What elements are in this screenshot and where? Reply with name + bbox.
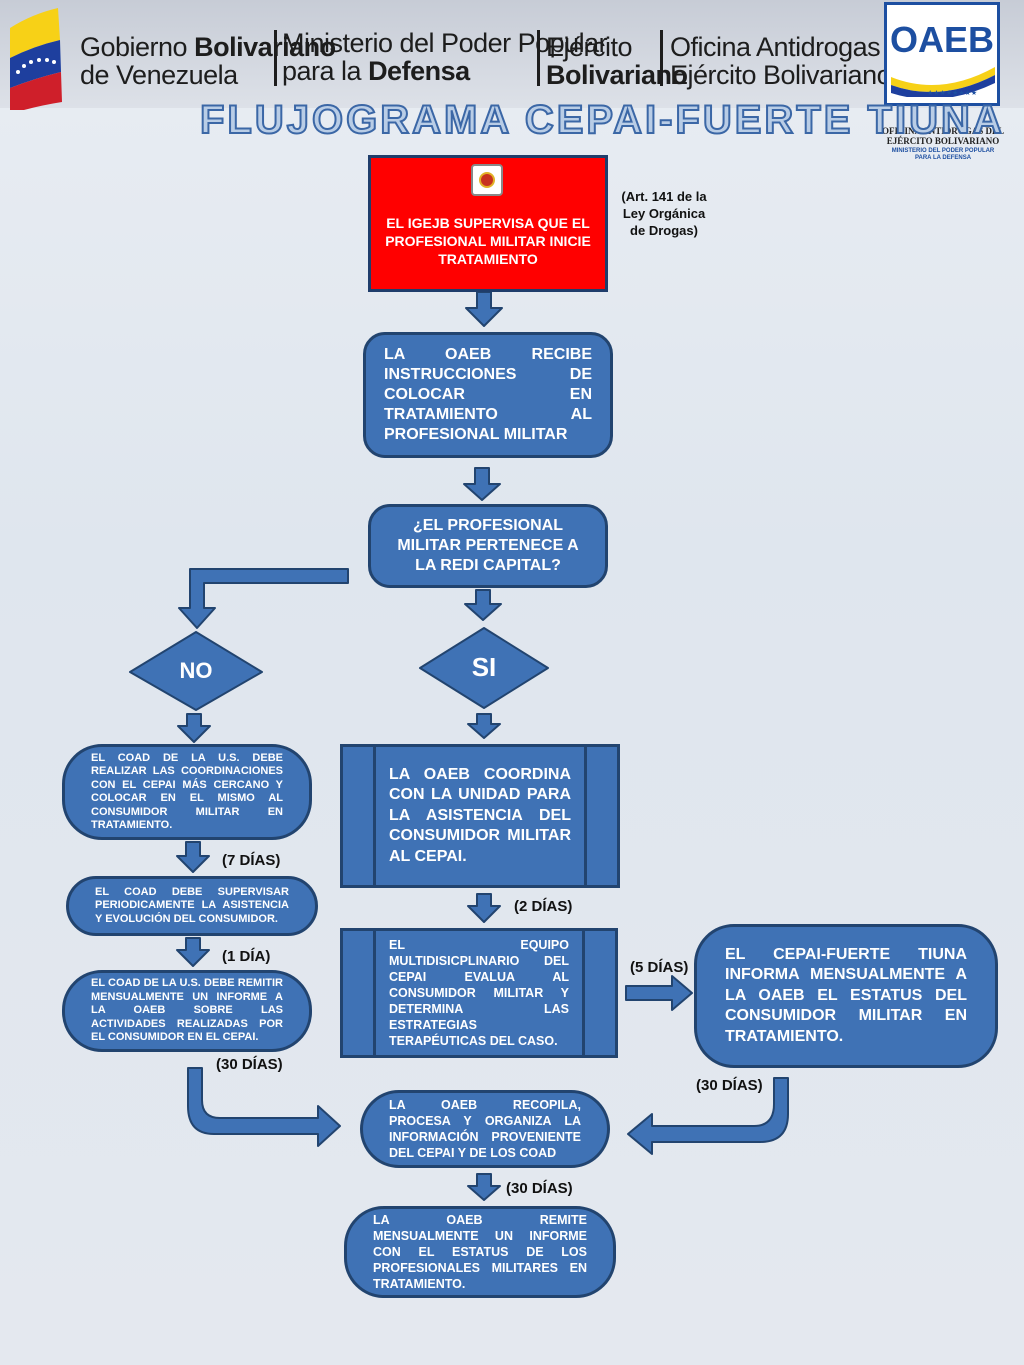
si-decision-diamond (419, 627, 549, 709)
ministry-name-line1: Ministerio del Poder Popular (282, 28, 608, 58)
venezuela-flag-icon (10, 8, 62, 110)
arrow-down (176, 937, 210, 967)
oaeb-logo: OAEB ★★★★★★★★ (884, 2, 1000, 106)
logo-stars: ★★★★★★★★ (927, 90, 978, 97)
si-label: SI (471, 652, 497, 682)
logo-flag-swoosh-icon (891, 67, 995, 97)
oaeb-receives-box: LA OAEB RECIBE INSTRUCCIONES DE COLOCAR … (363, 332, 613, 458)
no-label: NO (179, 658, 213, 683)
coat-of-arms-icon (471, 164, 503, 196)
government-name-line2: de Venezuela (80, 60, 238, 90)
duration-label: (30 DÍAS) (216, 1056, 283, 1073)
office-name-line2: Ejército Bolivariano (670, 60, 892, 90)
oaeb-compiles-box: LA OAEB RECOPILA, PROCESA Y ORGANIZA LA … (360, 1090, 610, 1168)
ministry-name-line2: para la Defensa (282, 56, 470, 86)
duration-label: (5 DÍAS) (630, 959, 689, 976)
arrow-down (463, 467, 501, 501)
arrow-curved-left (627, 1077, 789, 1155)
arrow-down (177, 713, 211, 743)
arrow-down (467, 713, 501, 739)
cepai-reports-box: EL CEPAI-FUERTE TIUNA INFORMA MENSUALMEN… (694, 924, 998, 1068)
arrow-down (176, 841, 210, 873)
redi-capital-question-box: ¿EL PROFESIONAL MILITAR PERTENECE A LA R… (368, 504, 608, 588)
duration-label: (1 DÍA) (222, 948, 271, 965)
igejb-text: EL IGEJB SUPERVISA QUE EL PROFESIONAL MI… (385, 215, 591, 267)
arrow-down (464, 589, 502, 621)
header-band (0, 0, 1024, 108)
law-reference: (Art. 141 de la Ley Orgánica de Drogas) (621, 189, 707, 238)
army-name-line1: Ejército (546, 32, 633, 62)
igejb-supervision-box: EL IGEJB SUPERVISA QUE EL PROFESIONAL MI… (368, 155, 608, 292)
arrow-right (625, 975, 693, 1011)
no-decision-diamond (129, 631, 263, 711)
duration-label: (30 DÍAS) (506, 1180, 573, 1197)
oaeb-logo-subcaption: MINISTERIO DEL PODER POPULAR PARA LA DEF… (891, 148, 995, 161)
duration-label: (30 DÍAS) (696, 1077, 763, 1094)
oaeb-logo-text: OAEB (889, 19, 994, 60)
arrow-bent-left (178, 568, 349, 629)
header-divider (537, 30, 540, 86)
coad-report-box: EL COAD DE LA U.S. DEBE REMITIR MENSUALM… (62, 970, 312, 1052)
oaeb-logo-caption: OFICINA ANTIDROGAS DEL EJÉRCITO BOLIVARI… (881, 126, 1005, 146)
oaeb-sends-report-box: LA OAEB REMITE MENSUALMENTE UN INFORME C… (344, 1206, 616, 1298)
coad-coordinations-box: EL COAD DE LA U.S. DEBE REALIZAR LAS COO… (62, 744, 312, 840)
oaeb-coordinates-box: LA OAEB COORDINA CON LA UNIDAD PARA LA A… (340, 744, 620, 888)
army-name-line2: Bolivariano (546, 60, 688, 90)
duration-label: (7 DÍAS) (222, 852, 281, 869)
multidisciplinary-team-box: EL EQUIPO MULTIDISICPLINARIO DEL CEPAI E… (340, 928, 618, 1058)
duration-label: (2 DÍAS) (514, 898, 573, 915)
arrow-down (465, 291, 503, 327)
coad-supervise-box: EL COAD DEBE SUPERVISAR PERIODICAMENTE L… (66, 876, 318, 936)
header-divider (660, 30, 663, 86)
government-name-line1: Gobierno Bolivariano (80, 32, 336, 62)
arrow-down (467, 1173, 501, 1201)
header-divider (274, 30, 277, 86)
arrow-down (467, 893, 501, 923)
arrow-curved-right (187, 1067, 341, 1147)
office-name-line1: Oficina Antidrogas del (670, 32, 922, 62)
